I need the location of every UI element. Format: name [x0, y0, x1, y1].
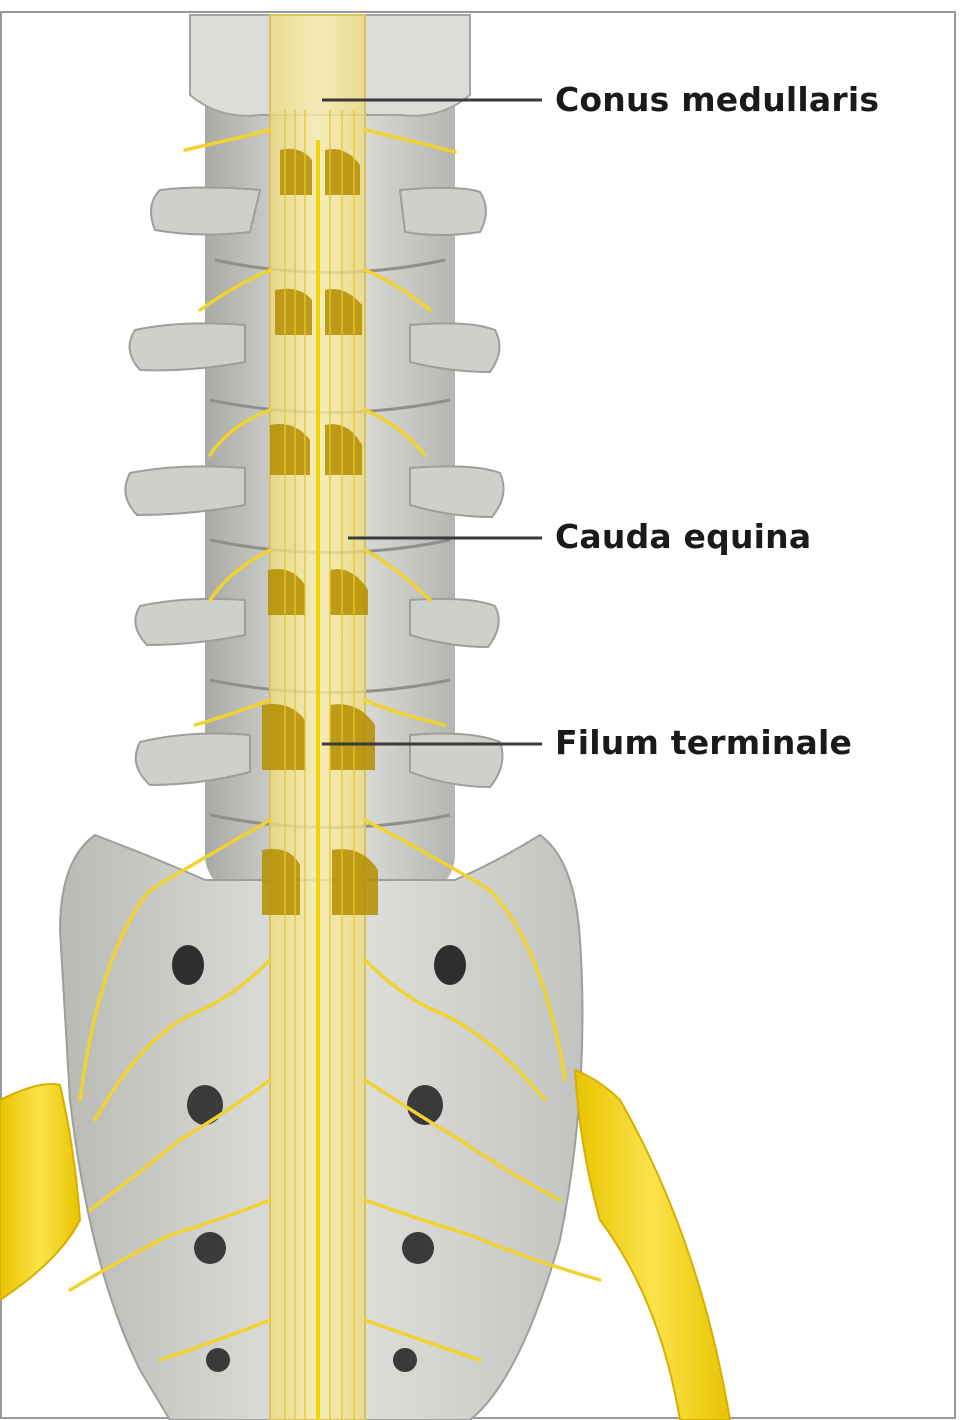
sacral-foramen — [393, 1348, 417, 1372]
sciatic-nerve-left — [0, 1084, 80, 1300]
transverse-process-right-1 — [400, 188, 486, 235]
transverse-process-right-2 — [410, 323, 499, 372]
transverse-process-left-4 — [135, 599, 245, 645]
transverse-process-left-1 — [151, 188, 260, 235]
sacral-foramen — [187, 1085, 223, 1125]
sacral-foramen — [434, 945, 466, 985]
transverse-process-left-2 — [130, 323, 245, 370]
sacral-foramen — [206, 1348, 230, 1372]
sacral-foramen — [402, 1232, 434, 1264]
transverse-process-right-3 — [410, 466, 504, 517]
label-conus-medullaris: Conus medullaris — [555, 80, 879, 119]
transverse-process-left-3 — [125, 466, 245, 515]
label-cauda-equina: Cauda equina — [555, 517, 811, 556]
label-filum-terminale: Filum terminale — [555, 723, 852, 762]
sacral-foramen — [172, 945, 204, 985]
sacral-foramen — [194, 1232, 226, 1264]
sciatic-nerve-right — [575, 1070, 730, 1420]
